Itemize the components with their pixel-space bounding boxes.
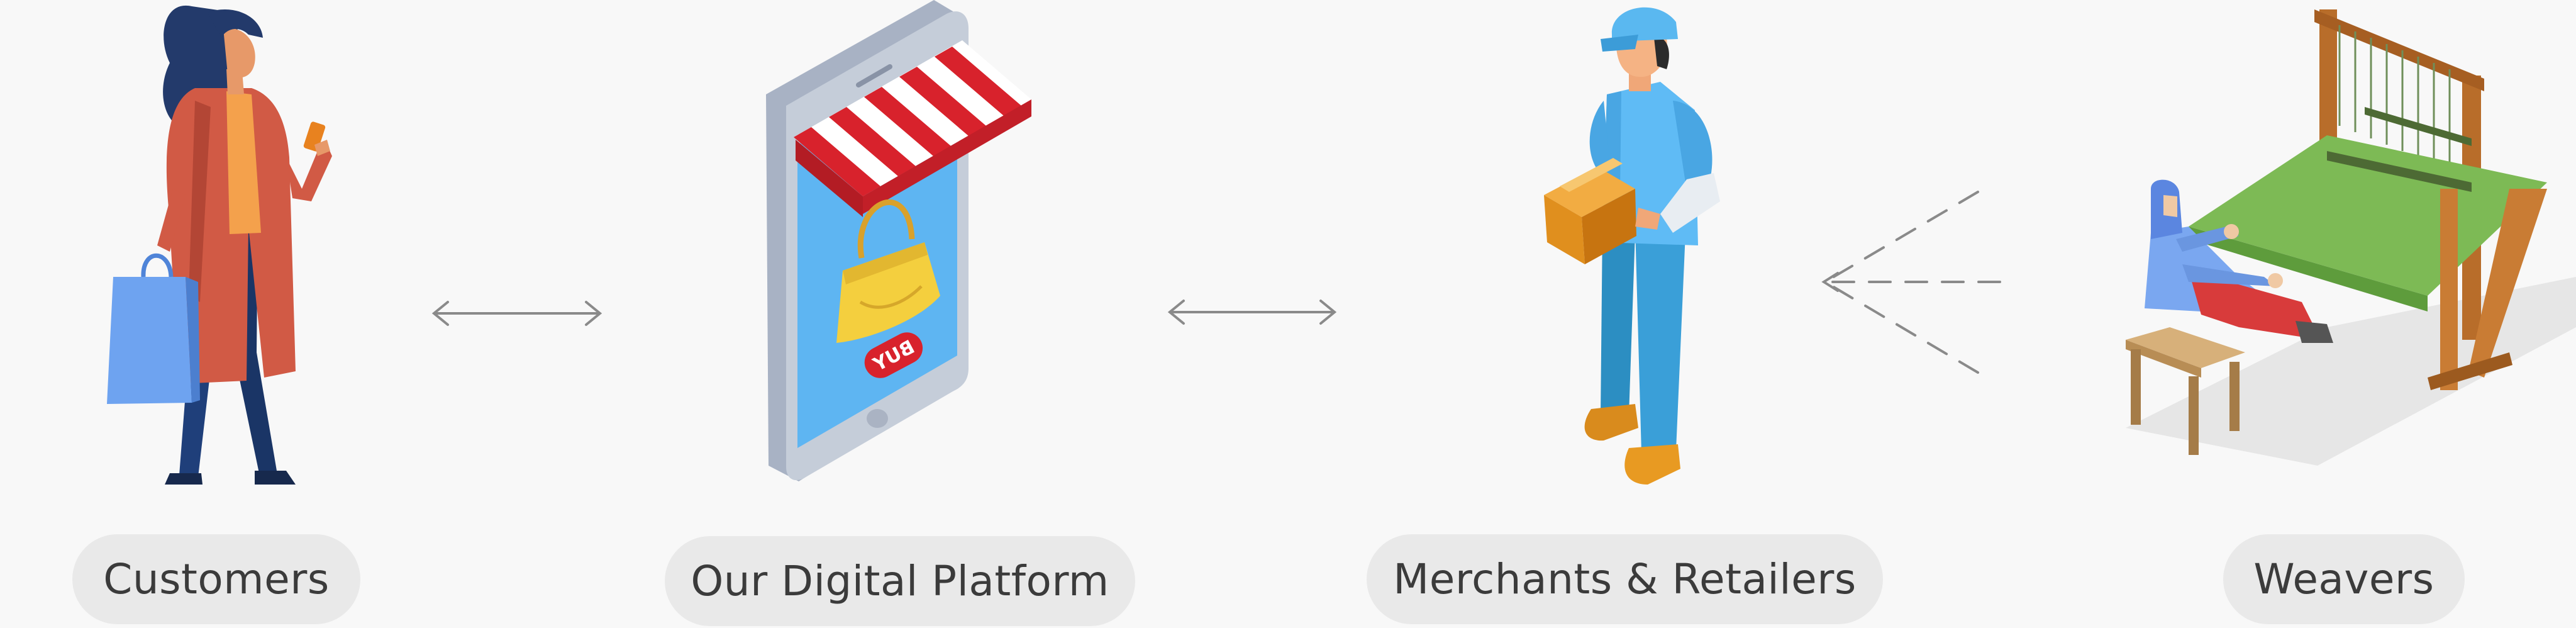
label-digital-platform: Our Digital Platform	[665, 536, 1135, 626]
delivery-person-icon	[1544, 7, 1720, 485]
connector-customers-platform	[431, 301, 602, 326]
connector-platform-merchants	[1167, 300, 1337, 325]
customer-icon	[107, 5, 332, 485]
connector-weavers-merchants	[1821, 191, 2001, 374]
weaver-loom-icon	[2126, 9, 2576, 466]
label-customers: Customers	[72, 534, 360, 624]
label-merchants-retailers: Merchants & Retailers	[1367, 534, 1883, 624]
smartphone-shop-icon: BUY	[766, 0, 1031, 481]
label-weavers: Weavers	[2223, 534, 2465, 624]
